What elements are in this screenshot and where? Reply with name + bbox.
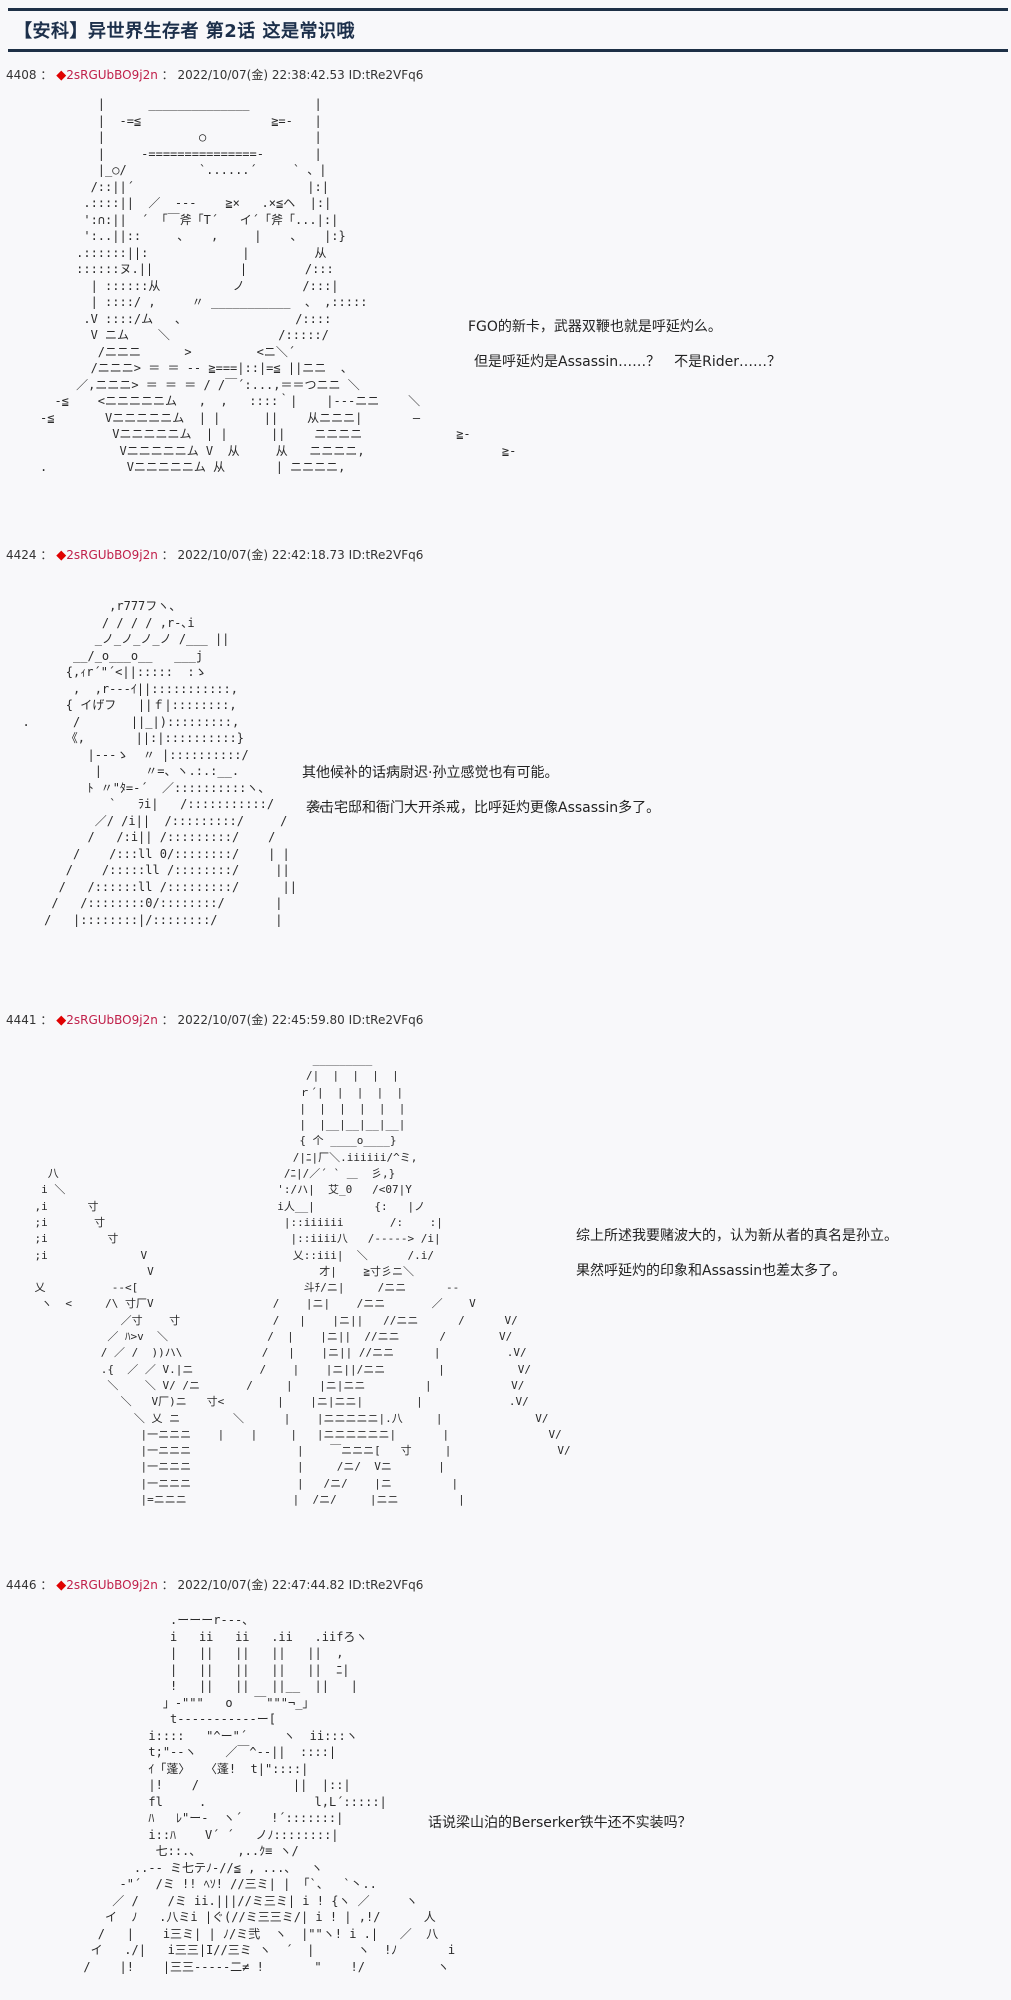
- post-comment: 综上所述我要赌波大的，认为新从者的真名是孙立。: [576, 1228, 898, 1244]
- post-number[interactable]: 4424: [6, 548, 37, 562]
- post-date: 2022/10/07(金) 22:42:18.73: [177, 548, 345, 562]
- poster-id: ID:tRe2VFq6: [348, 1578, 424, 1592]
- post-comment: 话说梁山泊的Berserker铁牛还不实装吗？: [428, 1815, 692, 1831]
- post-header: 4408 ： ◆2sRGUbBO9j2n ： 2022/10/07(金) 22:…: [6, 66, 423, 83]
- thread-title-bar: 【安科】异世界生存者 第2话 这是常识哦: [8, 8, 1008, 52]
- separator: ：: [161, 68, 174, 82]
- poster-id: ID:tRe2VFq6: [348, 548, 424, 562]
- post-comment: 其他候补的话病尉迟·孙立感觉也有可能。: [302, 765, 559, 781]
- post-comment: 果然呼延灼的印象和Assassin也差太多了。: [576, 1263, 847, 1279]
- separator: ：: [161, 548, 174, 562]
- trip-diamond-icon: ◆: [56, 68, 67, 83]
- ascii-art: | ______________ | | -=≦ ≧=- | | ○ | | -…: [40, 97, 517, 474]
- post-header: 4446 ： ◆2sRGUbBO9j2n ： 2022/10/07(金) 22:…: [6, 1576, 423, 1593]
- post-number[interactable]: 4446: [6, 1578, 37, 1592]
- poster-trip: 2sRGUbBO9j2n: [66, 1578, 158, 1592]
- separator: ：: [161, 1013, 174, 1027]
- poster-id: ID:tRe2VFq6: [348, 68, 424, 82]
- post-date: 2022/10/07(金) 22:38:42.53: [177, 68, 345, 82]
- post-comment: 袭击宅邸和衙门大开杀戒，比呼延灼更像Assassin多了。: [306, 800, 661, 816]
- separator: ：: [40, 1578, 53, 1592]
- poster-id: ID:tRe2VFq6: [348, 1013, 424, 1027]
- trip-diamond-icon: ◆: [56, 1578, 67, 1593]
- trip-diamond-icon: ◆: [56, 548, 67, 563]
- poster-trip: 2sRGUbBO9j2n: [66, 1013, 158, 1027]
- post-date: 2022/10/07(金) 22:47:44.82: [177, 1578, 345, 1592]
- post-comment: FGO的新卡，武器双鞭也就是呼延灼么。: [468, 319, 722, 335]
- separator: ：: [40, 68, 53, 82]
- ascii-art: _________ /| | | | | ｒ´| | | | | | | | |…: [34, 1053, 571, 1507]
- poster-trip: 2sRGUbBO9j2n: [66, 548, 158, 562]
- separator: ：: [40, 1013, 53, 1027]
- trip-diamond-icon: ◆: [56, 1013, 67, 1028]
- separator: ：: [161, 1578, 174, 1592]
- ascii-art: .ーーーr---、 i ii ii .ii .iifろヽ | || || || …: [83, 1613, 456, 1974]
- poster-trip: 2sRGUbBO9j2n: [66, 68, 158, 82]
- post-comment: 但是呼延灼是Assassin……？ 不是Rider……？: [474, 354, 781, 370]
- ascii-art: ,r777フヽ、 / / / / ,r-､i _ノ_ノ_ノ_ノ /___ || …: [22, 599, 325, 927]
- post-header: 4424 ： ◆2sRGUbBO9j2n ： 2022/10/07(金) 22:…: [6, 546, 423, 563]
- post-number[interactable]: 4441: [6, 1013, 37, 1027]
- post-date: 2022/10/07(金) 22:45:59.80: [177, 1013, 345, 1027]
- post-header: 4441 ： ◆2sRGUbBO9j2n ： 2022/10/07(金) 22:…: [6, 1011, 423, 1028]
- separator: ：: [40, 548, 53, 562]
- page-title: 【安科】异世界生存者 第2话 这是常识哦: [14, 21, 356, 42]
- post-number[interactable]: 4408: [6, 68, 37, 82]
